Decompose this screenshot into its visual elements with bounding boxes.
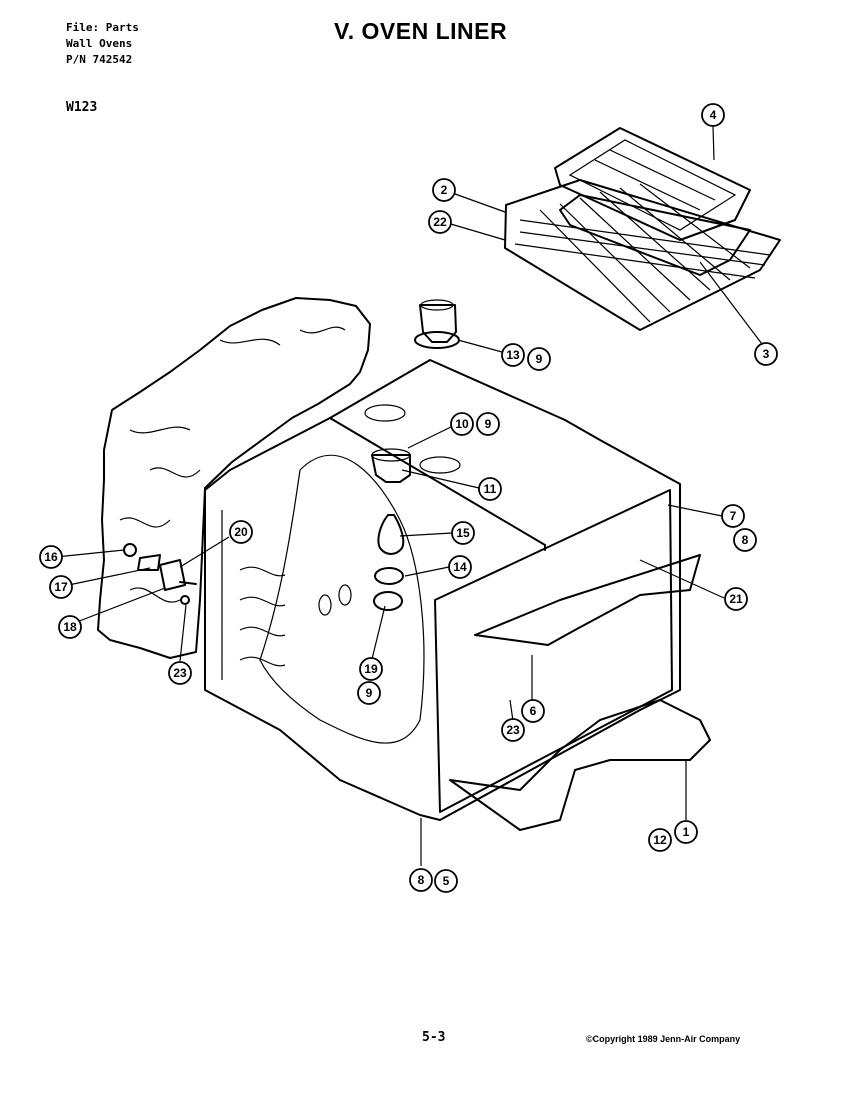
callout-9-top: 9 <box>527 347 551 371</box>
callout-9-gasket: 9 <box>357 681 381 705</box>
svg-text:7: 7 <box>730 509 737 523</box>
callout-2: 2 <box>432 178 456 202</box>
model-number: W123 <box>66 100 98 115</box>
svg-text:3: 3 <box>763 347 770 361</box>
svg-text:23: 23 <box>506 723 520 737</box>
callout-18: 18 <box>58 615 82 639</box>
callout-8-bottom: 8 <box>409 868 433 892</box>
callout-7: 7 <box>721 504 745 528</box>
light-socket <box>371 448 411 483</box>
insulation-blanket <box>97 297 371 659</box>
svg-text:9: 9 <box>366 686 373 700</box>
hinge-bracket <box>123 543 197 605</box>
callout-1: 1 <box>674 820 698 844</box>
page-number: 5-3 <box>422 1030 446 1045</box>
svg-text:1: 1 <box>683 825 690 839</box>
callout-8-right: 8 <box>733 528 757 552</box>
lamp-gasket <box>373 591 403 611</box>
callout-13: 13 <box>501 343 525 367</box>
callout-9-socket: 9 <box>476 412 500 436</box>
callout-15: 15 <box>451 521 475 545</box>
file-label: File: Parts <box>66 21 139 34</box>
svg-text:10: 10 <box>455 417 469 431</box>
callout-11: 11 <box>478 477 502 501</box>
svg-text:2: 2 <box>441 183 448 197</box>
svg-text:8: 8 <box>742 533 749 547</box>
svg-text:8: 8 <box>418 873 425 887</box>
part-callouts: 4 2 22 3 13 9 10 9 11 7 8 15 16 20 17 14… <box>39 103 778 893</box>
callout-23-center: 23 <box>501 718 525 742</box>
svg-text:18: 18 <box>63 620 77 634</box>
svg-text:20: 20 <box>234 525 248 539</box>
broil-element <box>474 554 701 646</box>
lamp-lens <box>374 567 404 585</box>
svg-text:5: 5 <box>443 874 450 888</box>
svg-text:9: 9 <box>485 417 492 431</box>
light-bulb <box>377 514 405 555</box>
callout-5: 5 <box>434 869 458 893</box>
part-number-label: P/N 742542 <box>66 53 133 66</box>
svg-text:4: 4 <box>710 108 717 122</box>
callout-14: 14 <box>448 555 472 579</box>
lamp-receptacle <box>414 299 460 349</box>
callout-12: 12 <box>648 828 672 852</box>
broil-pan <box>554 127 751 241</box>
category-label: Wall Ovens <box>66 37 133 50</box>
svg-text:12: 12 <box>653 833 667 847</box>
svg-text:9: 9 <box>536 352 543 366</box>
callout-16: 16 <box>39 545 63 569</box>
svg-text:19: 19 <box>364 662 378 676</box>
callout-20: 20 <box>229 520 253 544</box>
svg-text:15: 15 <box>456 526 470 540</box>
callout-10: 10 <box>450 412 474 436</box>
callout-3: 3 <box>754 342 778 366</box>
callout-6: 6 <box>521 699 545 723</box>
copyright-notice: ©Copyright 1989 Jenn-Air Company <box>586 1034 741 1044</box>
callout-22: 22 <box>428 210 452 234</box>
callout-4: 4 <box>701 103 725 127</box>
leader-lines <box>55 125 763 866</box>
broil-pan-insert <box>559 194 751 276</box>
svg-text:11: 11 <box>484 482 497 496</box>
svg-text:16: 16 <box>44 550 58 564</box>
callout-19: 19 <box>359 657 383 681</box>
svg-text:17: 17 <box>54 580 68 594</box>
callout-21: 21 <box>724 587 748 611</box>
svg-text:13: 13 <box>506 348 520 362</box>
page-title: V. OVEN LINER <box>334 18 508 44</box>
svg-text:22: 22 <box>433 215 447 229</box>
callout-17: 17 <box>49 575 73 599</box>
svg-text:14: 14 <box>453 560 467 574</box>
callout-23-left: 23 <box>168 661 192 685</box>
svg-text:21: 21 <box>729 592 743 606</box>
oven-rack <box>504 179 781 331</box>
svg-text:23: 23 <box>173 666 187 680</box>
oven-liner-body <box>204 359 681 821</box>
bake-element <box>449 699 711 831</box>
svg-text:6: 6 <box>530 704 537 718</box>
